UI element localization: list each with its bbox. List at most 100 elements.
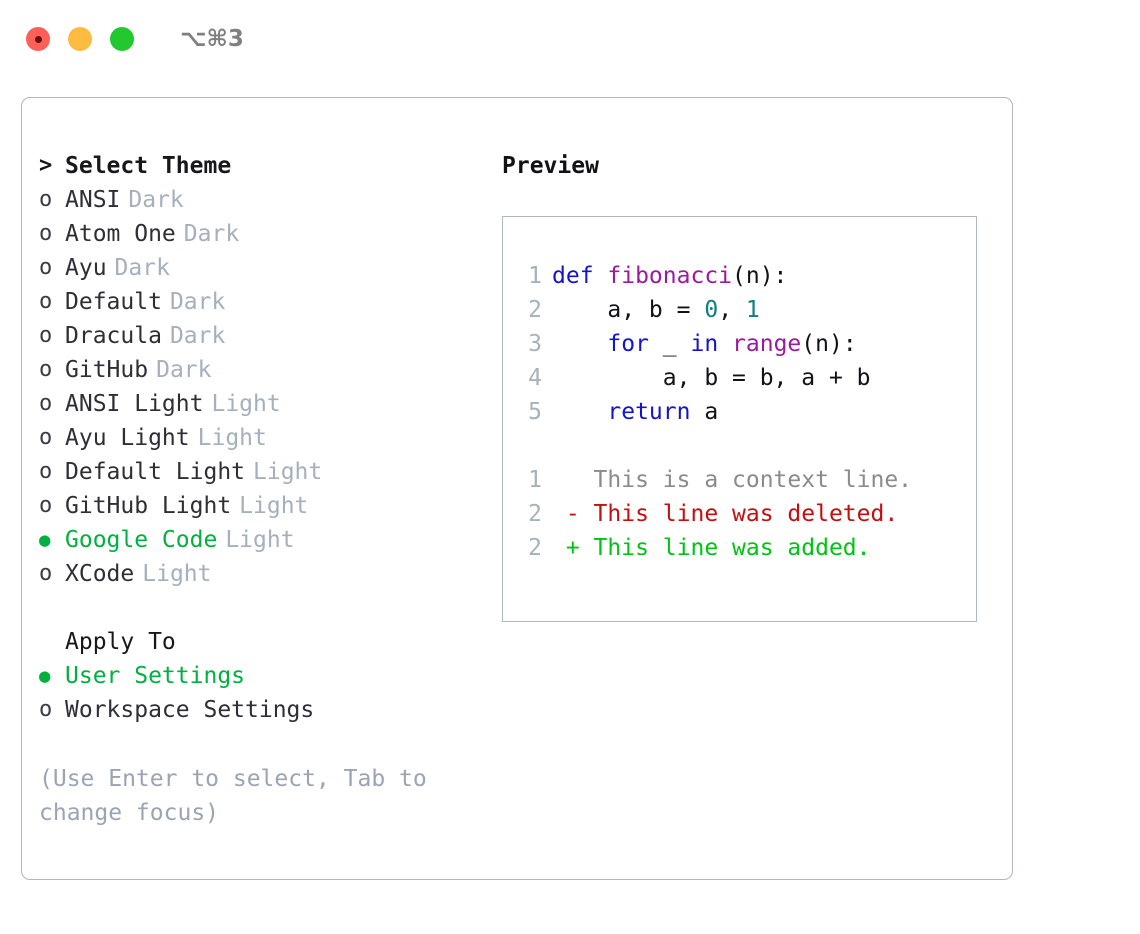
code-token: (n):	[801, 331, 857, 357]
code-token: for	[607, 331, 649, 357]
theme-name-label: ANSI	[65, 187, 121, 213]
theme-variant-badge: Dark	[128, 187, 184, 213]
line-number: 2	[528, 297, 542, 323]
code-token: This is a context line.	[552, 467, 913, 493]
theme-name-label: Default	[65, 289, 162, 315]
radio-selected-icon[interactable]: ●	[39, 665, 51, 687]
line-number: 1	[528, 263, 542, 289]
code-token: in	[690, 331, 719, 357]
apply-to-label: Apply To	[65, 629, 176, 655]
code-token	[552, 395, 607, 429]
theme-list-item[interactable]: o ANSI Dark	[39, 183, 489, 217]
radio-unselected-icon[interactable]: o	[39, 425, 53, 450]
theme-variant-badge: Light	[253, 459, 323, 485]
diff-line: 1 This is a context line.	[514, 463, 970, 497]
theme-list-item[interactable]: o Atom One Dark	[39, 217, 489, 251]
title-bar: ⌥⌘3	[0, 0, 1140, 78]
line-number: 1	[528, 467, 542, 493]
code-diff-spacer	[514, 429, 970, 463]
keyboard-hint-text: (Use Enter to select, Tab to change focu…	[39, 766, 441, 826]
keyboard-shortcut-label: ⌥⌘3	[180, 26, 244, 52]
theme-name-label: XCode	[65, 561, 135, 587]
apply-to-label-text: User Settings	[65, 663, 246, 689]
code-line: 5 return a	[514, 395, 970, 429]
apply-to-marker-spacer: o	[39, 625, 65, 659]
code-line: 1 def fibonacci(n):	[514, 259, 970, 293]
apply-to-heading: o Apply To	[39, 625, 489, 659]
code-line: 2 a, b = 0, 1	[514, 293, 970, 327]
diff-line: 2 - This line was deleted.	[514, 497, 970, 531]
code-token: 1	[745, 297, 760, 323]
theme-list-item[interactable]: o XCode Light	[39, 557, 489, 591]
list-spacer	[39, 591, 489, 625]
theme-name-label: Atom One	[65, 221, 176, 247]
code-token: range	[732, 331, 802, 357]
code-token: a, b =	[552, 297, 705, 323]
code-token: a	[690, 399, 719, 425]
radio-unselected-icon[interactable]: o	[39, 289, 53, 314]
theme-variant-badge: Light	[239, 493, 309, 519]
radio-unselected-icon[interactable]: o	[39, 493, 53, 518]
theme-variant-badge: Dark	[183, 221, 240, 247]
code-token	[552, 327, 607, 361]
diff-sample: 1 This is a context line.2 - This line w…	[514, 463, 970, 565]
theme-name-label: GitHub	[65, 357, 149, 383]
code-token: a, b = b, a + b	[552, 365, 871, 391]
radio-unselected-icon[interactable]: o	[39, 323, 53, 348]
code-token: def	[552, 263, 608, 289]
traffic-light-group	[26, 27, 134, 51]
zoom-button[interactable]	[110, 27, 134, 51]
minimize-button[interactable]	[68, 27, 92, 51]
theme-variant-badge: Light	[225, 527, 295, 553]
radio-unselected-icon[interactable]: o	[39, 391, 53, 416]
code-token: return	[607, 399, 691, 425]
line-number: 2	[528, 535, 542, 561]
radio-unselected-icon[interactable]: o	[39, 357, 53, 382]
code-token: 0	[704, 297, 719, 323]
line-number: 3	[528, 331, 542, 357]
apply-to-item[interactable]: ● User Settings	[39, 659, 489, 693]
radio-unselected-icon[interactable]: o	[39, 221, 53, 246]
radio-unselected-icon[interactable]: o	[39, 459, 53, 484]
radio-selected-icon[interactable]: ●	[39, 529, 51, 551]
radio-unselected-icon[interactable]: o	[39, 697, 53, 722]
line-number: 4	[528, 365, 542, 391]
theme-variant-badge: Light	[142, 561, 212, 587]
code-token: (n):	[732, 263, 788, 289]
radio-unselected-icon[interactable]: o	[39, 187, 53, 212]
theme-variant-badge: Light	[211, 391, 281, 417]
radio-unselected-icon[interactable]: o	[39, 255, 53, 280]
theme-list-item[interactable]: o ANSI Light Light	[39, 387, 489, 421]
theme-list-item[interactable]: o Ayu Dark	[39, 251, 489, 285]
code-token: ,	[718, 297, 746, 323]
radio-unselected-icon[interactable]: o	[39, 561, 53, 586]
theme-variant-badge: Dark	[114, 255, 170, 281]
prompt-caret-icon: >	[39, 153, 53, 178]
theme-name-label: Ayu Light	[65, 425, 190, 451]
code-token: - This line was deleted.	[552, 501, 899, 527]
code-token: _	[648, 331, 691, 357]
theme-name-label: Dracula	[65, 323, 162, 349]
close-button[interactable]	[26, 27, 50, 51]
theme-name-label: Ayu	[65, 255, 107, 281]
code-token: fibonacci	[607, 263, 733, 289]
diff-line: 2 + This line was added.	[514, 531, 970, 565]
theme-name-label: ANSI Light	[65, 391, 204, 417]
theme-variant-badge: Dark	[156, 357, 212, 383]
theme-list-item[interactable]: o GitHub Dark	[39, 353, 489, 387]
line-number: 2	[528, 501, 542, 527]
